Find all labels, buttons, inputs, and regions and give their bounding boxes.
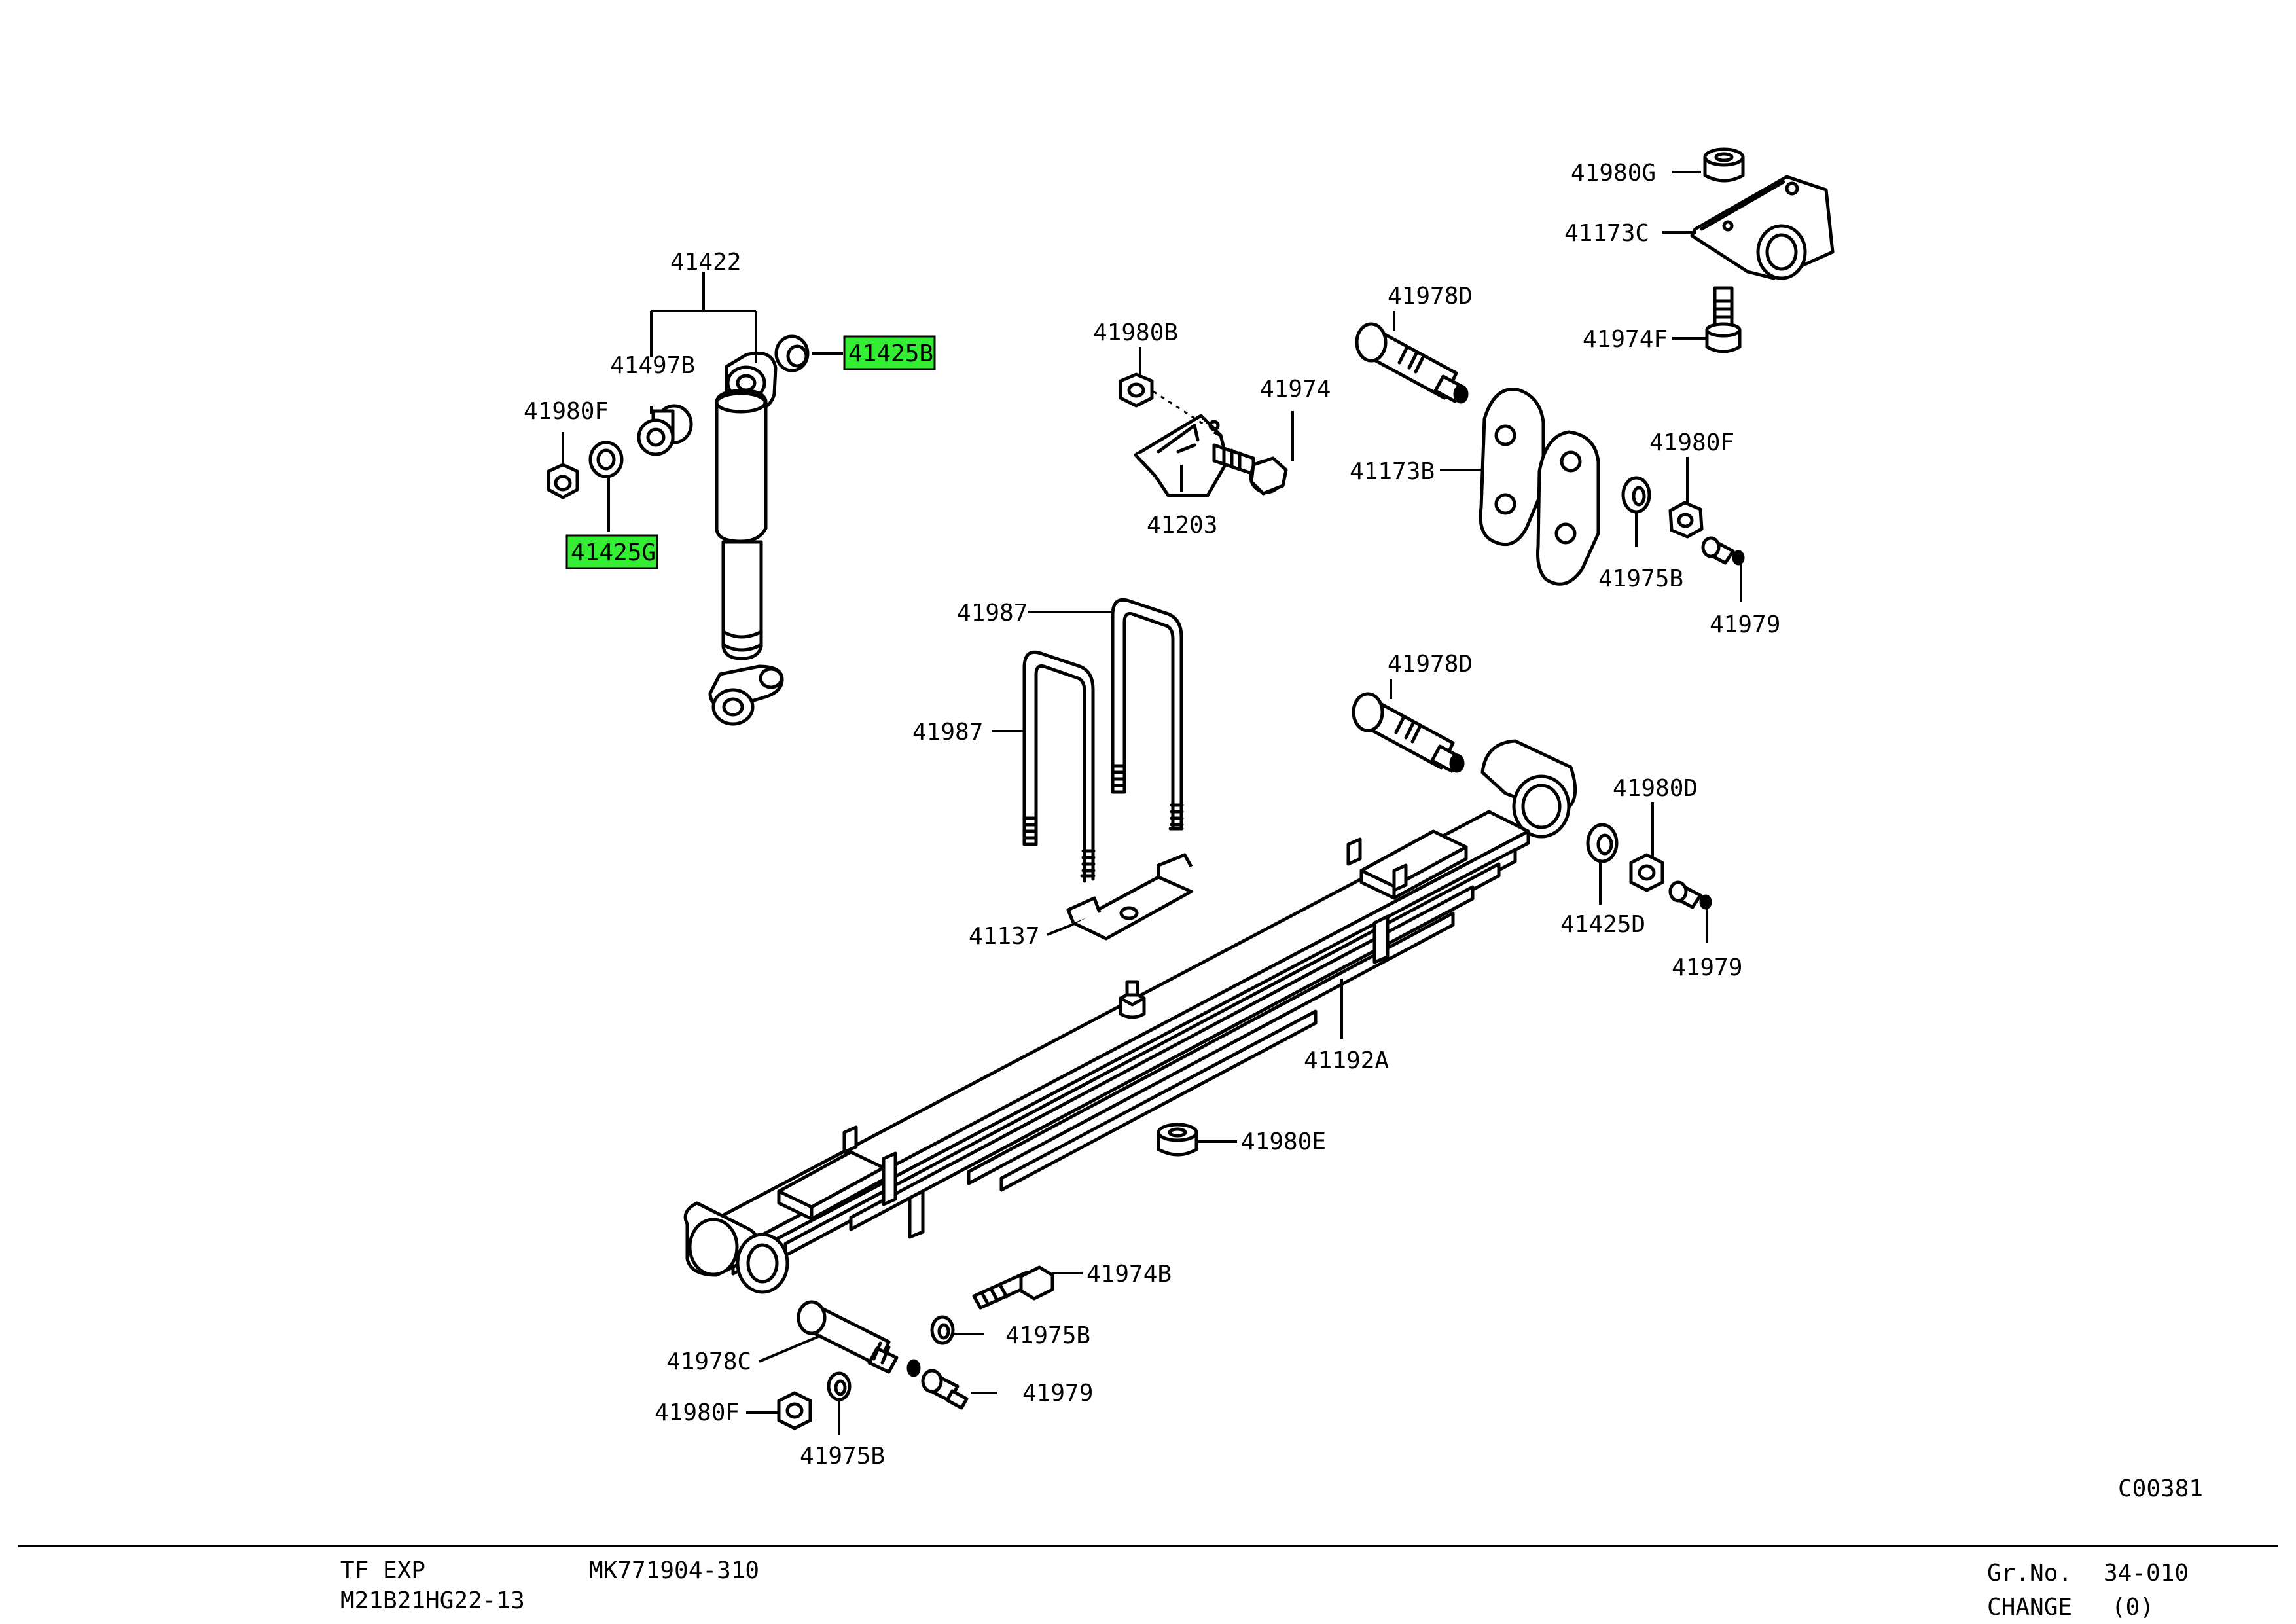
collar-part[interactable] (1157, 1123, 1198, 1157)
callout-label[interactable]: 41173C (1564, 220, 1649, 247)
callout-label[interactable]: 41979 (1672, 954, 1742, 981)
callout-label[interactable]: 41978D (1388, 283, 1473, 310)
callout-label[interactable]: 41978D (1388, 651, 1473, 677)
bolt-part[interactable] (972, 1265, 1054, 1310)
callout-label[interactable]: 41974 (1260, 376, 1331, 403)
drawing-code: C00381 (2118, 1475, 2203, 1502)
callout-label[interactable]: 41980F (655, 1399, 740, 1426)
spec-code: M21B21HG22-13 (340, 1587, 525, 1614)
callout-label[interactable]: 41137 (969, 923, 1039, 950)
callout-label[interactable]: 41203 (1147, 512, 1217, 539)
washer-part[interactable] (1586, 823, 1619, 863)
callout-label[interactable]: 41979 (1710, 611, 1780, 638)
callout-label[interactable]: 41980D (1613, 775, 1698, 802)
grease-nipple-part[interactable] (1668, 880, 1712, 910)
callout-label[interactable]: 41974B (1086, 1261, 1172, 1288)
collar-part[interactable] (1703, 147, 1745, 183)
bolt-part[interactable] (1705, 286, 1742, 353)
callout-label[interactable]: 41980E (1241, 1128, 1326, 1155)
shackle-pin-part[interactable] (1352, 692, 1465, 773)
hex-nut-part[interactable] (1668, 501, 1704, 539)
change-value: (0) (2111, 1594, 2155, 1621)
catalog-number: MK771904-310 (589, 1557, 760, 1584)
u-bolt-part[interactable] (1111, 598, 1184, 831)
shackle-pin-part[interactable] (1355, 322, 1469, 404)
callout-label[interactable]: 41192A (1304, 1047, 1389, 1074)
hex-nut-part[interactable] (547, 463, 579, 499)
hex-nut-part[interactable] (1119, 372, 1154, 408)
bolt-part[interactable] (1212, 443, 1288, 496)
callout-label[interactable]: 41978C (666, 1348, 751, 1375)
leaf-spring-part[interactable] (683, 739, 1577, 1294)
callout-label[interactable]: 41987 (957, 600, 1028, 626)
group-number-label: Gr.No. (1987, 1560, 2073, 1587)
callout-label[interactable]: 41425G (571, 539, 656, 566)
callout-label[interactable]: 41422 (670, 249, 741, 276)
callout-label[interactable]: 41497B (610, 352, 695, 379)
hex-nut-part[interactable] (1629, 853, 1664, 892)
callout-label[interactable]: 41980G (1571, 160, 1656, 187)
washer-part[interactable] (930, 1315, 955, 1345)
spring-seat-part[interactable] (1066, 853, 1193, 941)
shock-absorber-part[interactable] (708, 352, 784, 726)
callout-label[interactable]: 41979 (1022, 1380, 1093, 1407)
washer-part[interactable] (774, 334, 810, 372)
callout-label[interactable]: 41980B (1093, 319, 1178, 346)
callout-label[interactable]: 41975B (1598, 566, 1683, 592)
callout-label[interactable]: 41173B (1350, 458, 1435, 485)
hex-nut-part[interactable] (777, 1391, 812, 1430)
callout-label[interactable]: 41974F (1583, 326, 1668, 353)
change-label: CHANGE (1987, 1594, 2073, 1621)
leader-lines (562, 171, 1742, 1435)
model-name: TF EXP (340, 1557, 426, 1584)
callout-label[interactable]: 41980F (524, 398, 609, 425)
callout-label[interactable]: 41980F (1649, 429, 1734, 456)
callout-label[interactable]: 41975B (1005, 1322, 1090, 1349)
washer-part[interactable] (588, 441, 624, 478)
grease-nipple-part[interactable] (921, 1369, 969, 1410)
callout-label[interactable]: 41425D (1560, 911, 1645, 938)
shackle-bracket-part[interactable] (1690, 175, 1835, 280)
shackle-pin-part[interactable] (797, 1300, 921, 1377)
grease-nipple-part[interactable] (1701, 536, 1745, 566)
washer-part[interactable] (827, 1371, 852, 1401)
callout-label[interactable]: 41425B (848, 340, 933, 367)
u-bolt-part[interactable] (1022, 650, 1096, 883)
callout-label[interactable]: 41987 (912, 719, 983, 746)
highlight-box (843, 335, 936, 370)
bushing-part[interactable] (637, 404, 693, 456)
highlight-box (565, 534, 658, 569)
group-number-value: 34-010 (2104, 1560, 2189, 1587)
spring-bracket-part[interactable] (1134, 414, 1229, 497)
callout-label[interactable]: 41975B (800, 1443, 885, 1470)
washer-part[interactable] (1621, 476, 1651, 514)
shackle-plate-part[interactable] (1479, 388, 1600, 586)
footer-divider (18, 1545, 2278, 1547)
